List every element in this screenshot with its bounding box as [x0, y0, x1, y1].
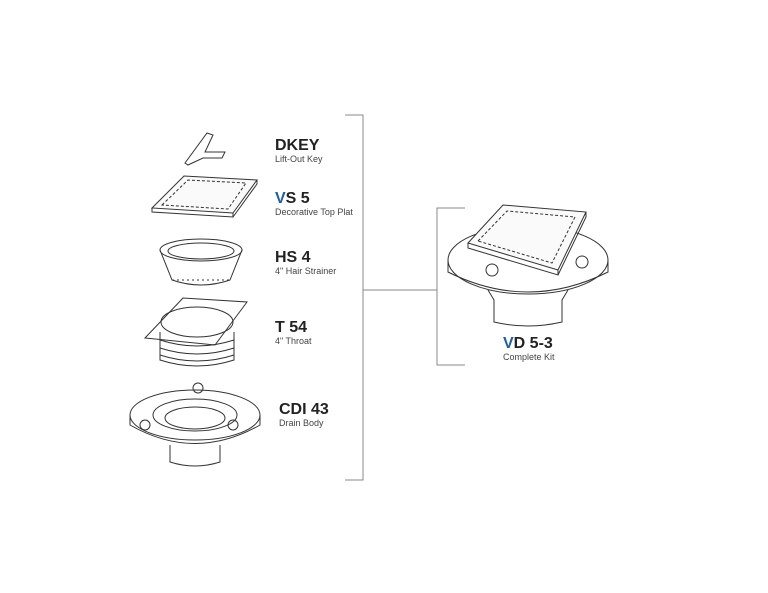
part-description: Drain Body [279, 418, 324, 428]
drain-body-drawing [129, 382, 261, 467]
part-code: DKEY [275, 137, 320, 154]
code-prefix: V [275, 190, 286, 207]
top-plate-drawing [150, 175, 258, 218]
part-label-hs4: HS 4 4" Hair Strainer [275, 249, 336, 277]
part-label-dkey: DKEY Lift-Out Key [275, 137, 323, 165]
part-label-cdi43: CDI 43 Drain Body [279, 401, 329, 429]
part-code: T 54 [275, 319, 308, 336]
part-code: HS 4 [275, 249, 311, 266]
part-description: 4" Hair Strainer [275, 266, 337, 276]
part-description: 4" Throat [275, 336, 312, 346]
part-code: S 5 [285, 190, 310, 207]
part-description: Lift-Out Key [275, 154, 323, 164]
lift-out-key-drawing [184, 132, 226, 166]
part-label-vs5: VS 5 Decorative Top Plat [275, 190, 353, 218]
hair-strainer-drawing [159, 238, 243, 286]
part-label-t54: T 54 4" Throat [275, 319, 312, 347]
kit-label: VD 5-3 Complete Kit [503, 335, 555, 363]
part-code: CDI 43 [279, 401, 329, 418]
bracket-lines [345, 114, 465, 481]
complete-kit-drawing [447, 204, 609, 327]
code-prefix: V [503, 335, 514, 352]
kit-code: D 5-3 [513, 335, 553, 352]
part-description: Decorative Top Plat [275, 207, 353, 217]
kit-description: Complete Kit [503, 352, 555, 362]
throat-drawing [143, 297, 248, 367]
